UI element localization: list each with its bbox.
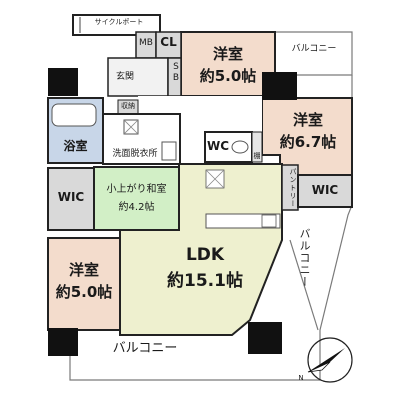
bathroom-label: 浴室 bbox=[63, 139, 88, 153]
wic-right-floor bbox=[297, 174, 353, 208]
wic-right-label: WIC bbox=[311, 183, 339, 197]
genkan-label: 玄関 bbox=[115, 72, 134, 82]
wic-left-floor bbox=[47, 167, 95, 231]
mb-label: MB bbox=[139, 38, 153, 48]
compass-ring bbox=[307, 337, 353, 383]
compass-needle bbox=[308, 348, 345, 372]
cl-label: CL bbox=[160, 35, 177, 49]
cl-closet bbox=[155, 31, 182, 59]
western-room-top-floor bbox=[180, 31, 276, 97]
balcony-top-label: バルコニー bbox=[291, 44, 337, 54]
pillar bbox=[248, 322, 282, 354]
washitsu-label: 小上がり和室 bbox=[106, 184, 167, 195]
pillar bbox=[48, 68, 78, 96]
pillar bbox=[48, 328, 78, 356]
pillar bbox=[262, 72, 297, 100]
kitchen-counter bbox=[205, 213, 281, 229]
north-label: N bbox=[298, 374, 304, 382]
toilet-fixture bbox=[231, 140, 249, 154]
washbasin bbox=[161, 141, 177, 161]
wc-shelf bbox=[251, 131, 263, 163]
ldk-label: LDK bbox=[185, 245, 225, 265]
shelf-label: 棚 bbox=[253, 152, 261, 160]
genkan-floor bbox=[107, 57, 169, 97]
sb-label: SB bbox=[171, 62, 181, 84]
pantry-label: パントリー bbox=[289, 168, 297, 208]
kitchen-stove bbox=[261, 214, 277, 228]
wic-left-label: WIC bbox=[57, 190, 85, 204]
western-room-left-label: 洋室 bbox=[68, 261, 99, 279]
balcony-right-label: バルコニー bbox=[298, 228, 311, 288]
balcony-top-outline bbox=[275, 31, 353, 76]
cycle-port-area bbox=[72, 14, 161, 36]
wc-label: WC bbox=[207, 139, 230, 153]
western-room-top-label: 洋室 bbox=[212, 45, 243, 63]
washitsu-size: 約4.2帖 bbox=[118, 202, 155, 213]
western-room-left-size: 約5.0帖 bbox=[55, 283, 113, 301]
western-room-left-floor bbox=[47, 237, 121, 331]
bathtub bbox=[51, 103, 97, 127]
washroom-label: 洗面脱衣所 bbox=[112, 149, 158, 159]
ldk-size: 約15.1帖 bbox=[167, 271, 243, 291]
washitsu-floor bbox=[93, 166, 180, 231]
storage-label: 収納 bbox=[121, 102, 135, 110]
western-room-right-size: 約6.7帖 bbox=[279, 133, 337, 151]
western-room-top-size: 約5.0帖 bbox=[199, 67, 257, 85]
cycle-port-label: サイクルポート bbox=[94, 18, 144, 26]
balcony-bottom-label: バルコニー bbox=[112, 341, 178, 356]
western-room-right-label: 洋室 bbox=[292, 111, 323, 129]
